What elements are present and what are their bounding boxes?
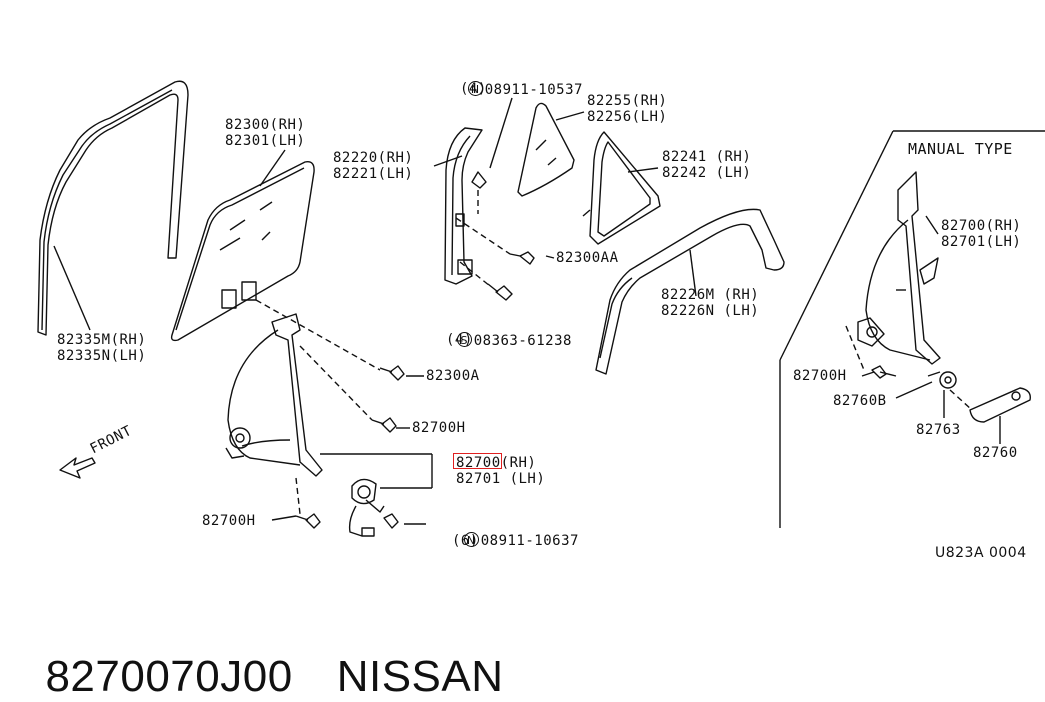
label-82700h-a: 82700H — [412, 420, 466, 436]
label-82700-rh: 82700(RH) — [456, 455, 537, 471]
part-caption: 8270070J00 NISSAN — [20, 602, 504, 702]
label-82220: 82220(RH) — [333, 150, 414, 166]
highlight-box — [453, 453, 502, 469]
label-s-08363-61238-qty: (4) — [446, 332, 473, 348]
label-82255: 82255(RH) — [587, 93, 668, 109]
corner-frame — [582, 131, 661, 245]
sash-trim — [595, 208, 785, 375]
manual-regulator — [779, 130, 1045, 528]
corner-glass — [517, 102, 575, 197]
s-symbol-icon: S — [456, 332, 472, 347]
label-82300aa: 82300AA — [556, 250, 619, 266]
n-symbol-icon: N — [463, 532, 479, 547]
leader-lines — [53, 97, 1001, 525]
label-82242: 82242 (LH) — [662, 165, 752, 181]
label-82763: 82763 — [916, 422, 961, 438]
weatherstrip-outline — [37, 80, 189, 336]
dashed-assembly-lines — [255, 190, 973, 515]
label-82256: 82256(LH) — [587, 109, 668, 125]
label-82226n: 82226N (LH) — [661, 303, 760, 319]
label-n-08911-10537-qty: (4) — [460, 81, 487, 97]
label-82335n: 82335N(LH) — [57, 348, 147, 364]
label-82700-rh-right: 82700(RH) — [941, 218, 1022, 234]
door-glass — [170, 161, 315, 342]
diagram-drawing — [37, 80, 1045, 537]
part-number: 8270070J00 — [45, 652, 293, 701]
label-82301: 82301(LH) — [225, 133, 306, 149]
label-82760b: 82760B — [833, 393, 887, 409]
label-82241: 82241 (RH) — [662, 149, 752, 165]
label-82221: 82221(LH) — [333, 166, 414, 182]
label-n-08911-10637-qty: (6) — [452, 533, 479, 549]
label-82760: 82760 — [973, 445, 1018, 461]
label-82335m: 82335M(RH) — [57, 332, 147, 348]
front-arrow-icon — [59, 457, 96, 479]
label-82300: 82300(RH) — [225, 117, 306, 133]
label-82701-lh-right: 82701(LH) — [941, 234, 1022, 250]
label-82700h-b: 82700H — [202, 513, 256, 529]
brand-name: NISSAN — [336, 652, 504, 701]
label-82701-lh: 82701 (LH) — [456, 471, 546, 487]
window-regulator — [225, 313, 385, 537]
label-82300a: 82300A — [426, 368, 480, 384]
label-82226m: 82226M (RH) — [661, 287, 760, 303]
label-82700h-c: 82700H — [793, 368, 847, 384]
diagram-code: U823A 0004 — [935, 545, 1027, 561]
n-symbol-icon: N — [467, 81, 483, 96]
fasteners — [295, 171, 887, 529]
rear-channel — [444, 127, 483, 285]
label-manual-type: MANUAL TYPE — [908, 140, 1013, 158]
